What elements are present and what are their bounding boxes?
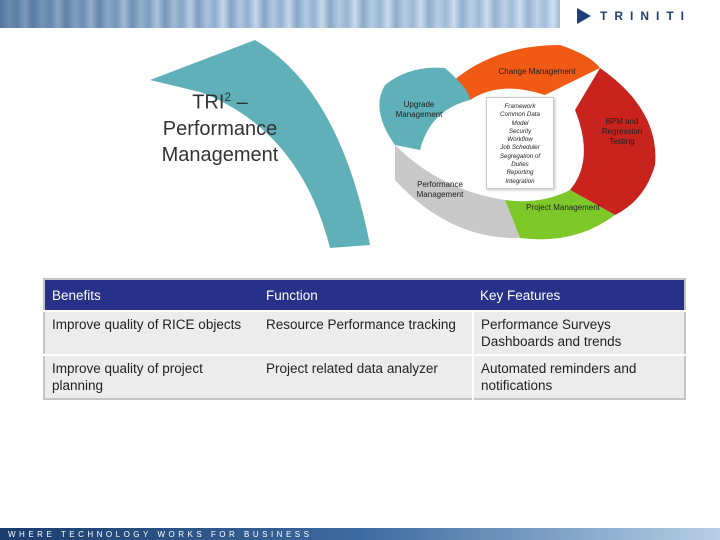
title-line3: Management [161, 143, 279, 166]
segment-bpm-testing [570, 68, 656, 215]
framework-item: Integration [505, 177, 535, 185]
header-banner [0, 0, 560, 28]
title-line2: Performance [162, 117, 278, 140]
framework-item: Segregation of [499, 152, 541, 160]
cell-function: Resource Performance tracking [259, 310, 473, 355]
framework-box: Framework Common Data Model Security Wor… [486, 97, 554, 189]
title-tri: TRI [192, 91, 225, 114]
segment-change-management [445, 45, 600, 100]
header-key-features: Key Features [473, 279, 685, 311]
framework-item: Duties [511, 161, 529, 169]
logo-text: TRINITI [600, 9, 691, 23]
footer-bar: WHERE TECHNOLOGY WORKS FOR BUSINESS [0, 528, 720, 540]
triangle-logo-icon [577, 8, 591, 24]
framework-item: Reporting [506, 169, 534, 177]
framework-item: Common Data [500, 111, 540, 119]
framework-item: Workflow [507, 136, 533, 144]
cell-benefit: Improve quality of project planning [44, 354, 259, 399]
label-upgrade-management: Upgrade Management [395, 100, 443, 119]
segment-performance-management [395, 145, 520, 239]
label-change-management: Change Management [498, 67, 576, 76]
table-row: Improve quality of RICE objects Resource… [44, 310, 685, 355]
segment-project-management [505, 190, 615, 240]
label-project-management: Project Management [526, 203, 600, 212]
segment-upgrade-management [379, 67, 470, 150]
cell-features: Performance Surveys Dashboards and trend… [472, 310, 685, 355]
teal-arrow-shape [150, 40, 370, 248]
cell-features: Automated reminders and notifications [472, 354, 685, 399]
framework-item: Security [508, 127, 532, 135]
cell-function: Project related data analyzer [259, 354, 473, 399]
page-title: TRI2 – Performance Management [150, 84, 290, 168]
label-performance-management: Performance Management [416, 180, 464, 199]
header-function: Function [259, 279, 473, 311]
framework-item: Framework [504, 103, 536, 110]
table-header-row: Benefits Function Key Features [44, 279, 685, 311]
title-superscript: 2 [224, 90, 232, 104]
triniti-logo: TRINITI [576, 6, 691, 26]
cell-benefit: Improve quality of RICE objects [44, 310, 259, 355]
feature-item: Automated reminders and notifications [481, 361, 637, 393]
framework-item: Model [511, 119, 529, 127]
header-benefits: Benefits [44, 279, 259, 311]
footer-tagline: WHERE TECHNOLOGY WORKS FOR BUSINESS [8, 530, 313, 539]
cycle-graphic [150, 40, 656, 248]
table-row: Improve quality of project planning Proj… [44, 354, 685, 399]
title-dash: – [231, 91, 248, 114]
framework-item: Job Scheduler [500, 144, 540, 152]
label-bpm-testing: BPM and Regression Testing [601, 117, 643, 146]
features-table: Benefits Function Key Features Improve q… [43, 278, 686, 400]
feature-item: Dashboards and trends [481, 334, 622, 349]
feature-item: Performance Surveys [481, 317, 611, 332]
